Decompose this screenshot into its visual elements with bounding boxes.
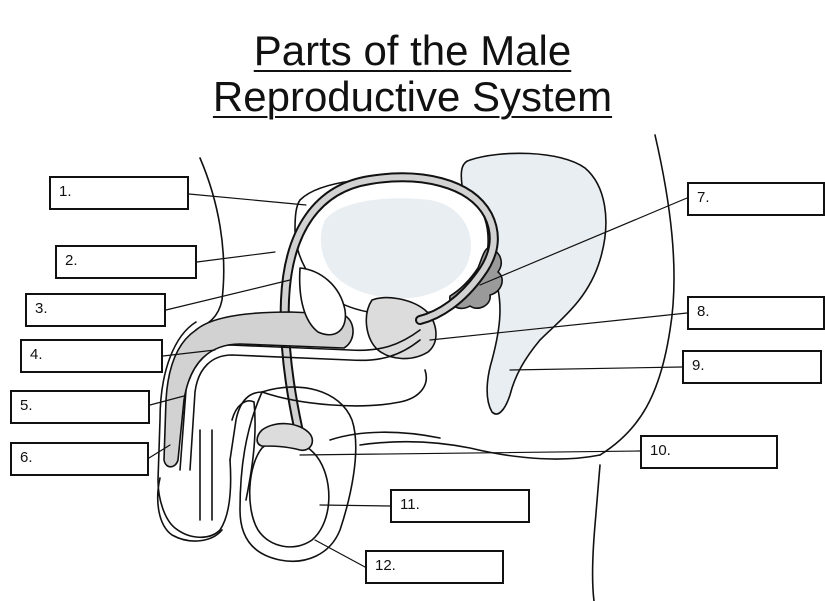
diagram-title-line-1: Parts of the Male [0, 28, 825, 74]
label-box-9[interactable]: 9. [682, 350, 822, 384]
diagram-title-line-2: Reproductive System [0, 74, 825, 120]
testis [250, 440, 329, 547]
label-box-11[interactable]: 11. [390, 489, 530, 523]
label-box-8[interactable]: 8. [687, 296, 825, 330]
label-box-3[interactable]: 3. [25, 293, 166, 327]
label-box-4[interactable]: 4. [20, 339, 163, 373]
label-box-7[interactable]: 7. [687, 182, 825, 216]
label-box-5[interactable]: 5. [10, 390, 150, 424]
label-box-10[interactable]: 10. [640, 435, 778, 469]
epididymis [257, 424, 312, 451]
back-outline [600, 135, 674, 455]
label-box-6[interactable]: 6. [10, 442, 149, 476]
leg-outline [593, 465, 600, 601]
label-box-12[interactable]: 12. [365, 550, 504, 584]
abdomen-outline [196, 158, 224, 330]
label-box-1[interactable]: 1. [49, 176, 189, 210]
label-box-2[interactable]: 2. [55, 245, 197, 279]
buttock-outline [360, 442, 600, 459]
